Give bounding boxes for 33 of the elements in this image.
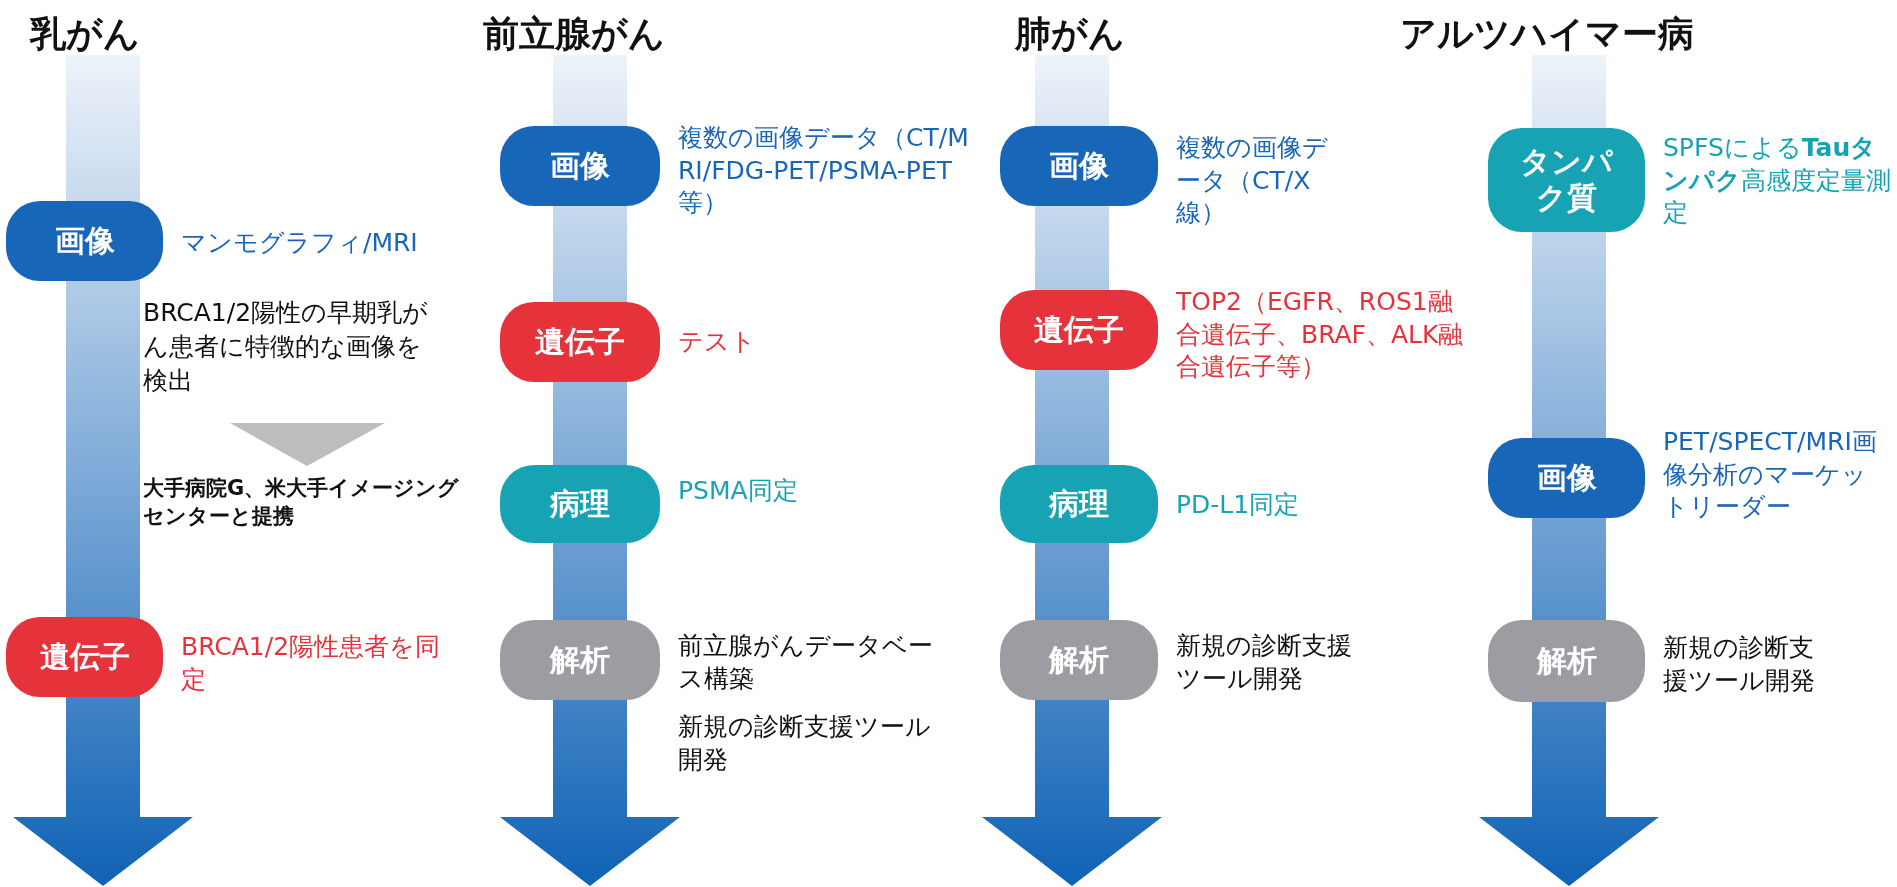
category-badge: 画像 xyxy=(500,126,660,206)
category-badge: 画像 xyxy=(1000,126,1158,206)
badge-caption: PSMA同定 xyxy=(678,475,799,507)
category-badge: 画像 xyxy=(6,201,163,281)
category-badge: 遺伝子 xyxy=(1000,290,1158,370)
badge-caption: テスト xyxy=(678,326,757,358)
column-heading: 肺がん xyxy=(1015,12,1126,56)
badge-caption: 複数の画像データ（CT/MRI/FDG-PET/PSMA-PET等） xyxy=(678,122,970,219)
badge-caption: マンモグラフィ/MRI xyxy=(181,227,419,259)
category-badge: 遺伝子 xyxy=(500,302,660,382)
column-heading: 前立腺がん xyxy=(483,12,666,56)
column-heading: アルツハイマー病 xyxy=(1400,12,1695,56)
category-badge: 遺伝子 xyxy=(6,617,163,697)
badge-caption: 前立腺がんデータベース構築 xyxy=(678,630,934,695)
badge-caption: 新規の診断支援ツール開発 xyxy=(1176,630,1353,695)
badge-caption: 新規の診断支援ツール開発 xyxy=(1663,632,1816,697)
badge-caption: 複数の画像データ（CT/X線） xyxy=(1176,132,1329,229)
note-text: 大手病院G、米大手イメージングセンターと提携 xyxy=(143,475,461,531)
badge-caption: BRCA1/2陽性患者を同定 xyxy=(181,631,441,696)
badge-caption: TOP2（EGFR、ROS1融合遺伝子、BRAF、ALK融合遺伝子等） xyxy=(1176,286,1465,383)
category-badge: 解析 xyxy=(1488,620,1645,702)
category-badge: 画像 xyxy=(1488,438,1645,518)
category-badge: 解析 xyxy=(1000,620,1158,700)
category-badge: タンパク質 xyxy=(1488,128,1645,232)
category-badge: 病理 xyxy=(500,465,660,543)
badge-caption: PD-L1同定 xyxy=(1176,489,1301,521)
badge-caption: PET/SPECT/MRI画像分析のマーケットリーダー xyxy=(1663,426,1878,523)
badge-caption: SPFSによるTauタンパク高感度定量測定 xyxy=(1663,132,1892,229)
column-heading: 乳がん xyxy=(30,12,141,56)
category-badge: 病理 xyxy=(1000,465,1158,543)
note-text: BRCA1/2陽性の早期乳がん患者に特徴的な画像を検出 xyxy=(143,297,430,397)
badge-caption: 新規の診断支援ツール開発 xyxy=(678,711,932,776)
category-badge: 解析 xyxy=(500,620,660,700)
